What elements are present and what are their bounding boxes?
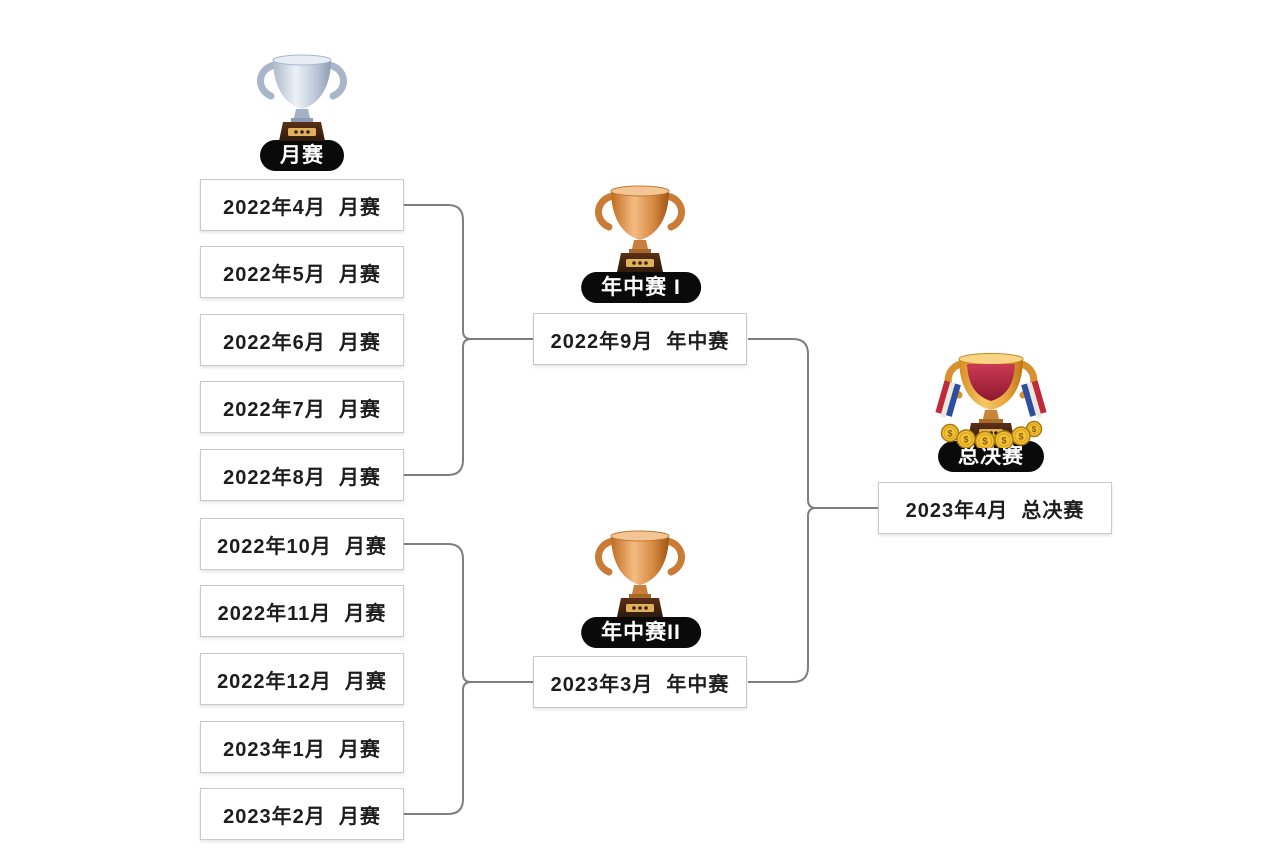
match-box-monthly-9: 2023年1月 月赛 (200, 721, 404, 773)
svg-text:$: $ (947, 428, 952, 438)
stage-label-midyear-2: 年中赛II (581, 617, 701, 648)
match-box-midyear-2: 2023年3月 年中赛 (533, 656, 747, 708)
match-box-monthly-7: 2022年11月 月赛 (200, 585, 404, 637)
match-box-monthly-2: 2022年5月 月赛 (200, 246, 404, 298)
bronze-trophy-icon (595, 530, 685, 617)
svg-text:$: $ (1001, 435, 1006, 445)
svg-text:$: $ (963, 434, 968, 444)
match-box-midyear-1: 2022年9月 年中赛 (533, 313, 747, 365)
match-box-monthly-8: 2022年12月 月赛 (200, 653, 404, 705)
match-box-monthly-3: 2022年6月 月赛 (200, 314, 404, 366)
stage-label-monthly: 月赛 (260, 140, 344, 171)
match-box-monthly-4: 2022年7月 月赛 (200, 381, 404, 433)
bronze-trophy-icon (595, 185, 685, 272)
match-box-monthly-1: 2022年4月 月赛 (200, 179, 404, 231)
right-ribbon (1021, 380, 1047, 419)
left-ribbon (935, 380, 961, 419)
match-box-monthly-5: 2022年8月 月赛 (200, 449, 404, 501)
stage-label-midyear-1: 年中赛 I (581, 272, 701, 303)
gold-trophy-icon: $ $ $ $ $ $ (935, 353, 1047, 448)
svg-text:$: $ (1032, 425, 1037, 434)
match-box-grand-final: 2023年4月 总决赛 (878, 482, 1112, 534)
match-box-monthly-10: 2023年2月 月赛 (200, 788, 404, 840)
silver-trophy-icon (257, 54, 347, 141)
svg-text:$: $ (1018, 431, 1023, 441)
svg-text:$: $ (982, 437, 988, 448)
match-box-monthly-6: 2022年10月 月赛 (200, 518, 404, 570)
gold-coins: $ $ $ $ $ $ (940, 420, 1043, 448)
